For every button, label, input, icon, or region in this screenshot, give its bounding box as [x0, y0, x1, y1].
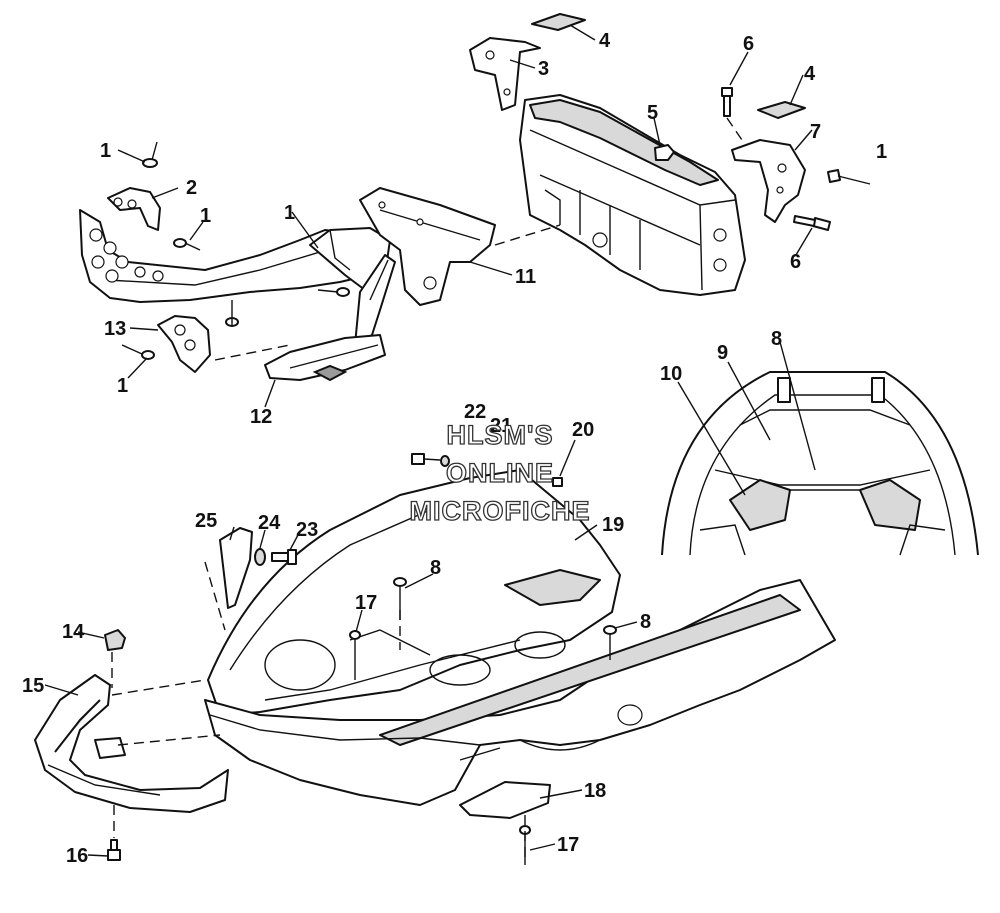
callout-labels: 1 2 1 1 13 1 12 11 3 4 6 4 5 7 1 6 9 8 1…: [22, 30, 887, 867]
callout-11: 11: [515, 266, 536, 288]
plate-18: [459, 781, 551, 819]
bolt-22: [411, 453, 441, 465]
callout-8-detail: 8: [771, 328, 782, 350]
callout-13: 13: [104, 318, 126, 340]
nut-14: [104, 629, 126, 651]
callout-12: 12: [250, 406, 272, 428]
front-bumper-15: [34, 674, 229, 813]
callout-6-top: 6: [743, 33, 754, 55]
callout-3: 3: [538, 58, 549, 80]
nut-20: [552, 477, 563, 487]
callout-7: 7: [810, 121, 821, 143]
bracket-7: [731, 139, 806, 223]
callout-8-right: 8: [640, 611, 651, 633]
callout-17-bottom: 17: [557, 834, 579, 856]
nut-5: [654, 144, 675, 161]
bolt-6b: [793, 215, 831, 231]
watermark-line-1: HLSM'S: [447, 420, 554, 450]
belly-pan: [204, 579, 836, 806]
washer-21: [440, 455, 450, 467]
bolt-16: [107, 839, 121, 861]
watermark-line-2: ONLINE: [446, 458, 554, 488]
callout-16: 16: [66, 845, 88, 867]
bolt-23: [271, 549, 297, 565]
callout-8-hood: 8: [430, 557, 441, 579]
leader-lines: [44, 24, 816, 857]
callout-22: 22: [464, 401, 486, 423]
callout-1-bottom: 1: [117, 375, 128, 397]
callout-6-bottom: 6: [790, 251, 801, 273]
bracket-11: [359, 187, 496, 306]
callout-21: 21: [490, 415, 512, 437]
rivet-1-low-b: [121, 344, 155, 360]
front-frame-assembly: [79, 209, 396, 346]
steering-brace-12: [264, 334, 386, 382]
callout-18: 18: [584, 780, 606, 802]
bolt-8b: [603, 625, 617, 660]
callout-1-far-right: 1: [876, 141, 887, 163]
rivet-1-center: [317, 287, 350, 297]
callout-23: 23: [296, 519, 318, 541]
callout-15: 15: [22, 675, 44, 697]
bolt-6a: [721, 87, 733, 117]
watermark-line-3: MICROFICHE: [410, 496, 591, 526]
callout-24: 24: [258, 512, 281, 534]
callout-2: 2: [186, 177, 197, 199]
callout-10: 10: [660, 363, 682, 385]
decal-4b: [757, 101, 806, 119]
bracket-2: [107, 187, 161, 231]
bolt-17a: [349, 630, 361, 680]
callout-19: 19: [602, 514, 624, 536]
decal-4a: [531, 13, 586, 31]
callout-20: 20: [572, 419, 594, 441]
callout-25: 25: [195, 510, 217, 532]
callout-1-right-of-2: 1: [200, 205, 211, 227]
callout-1-center: 1: [284, 202, 295, 224]
assembly-lines: [111, 117, 743, 860]
watermark: HLSM'S ONLINE MICROFICHE: [409, 419, 591, 526]
callout-5: 5: [647, 102, 658, 124]
callout-4-top: 4: [599, 30, 611, 52]
callout-1-top: 1: [100, 140, 111, 162]
bracket-3: [469, 37, 541, 111]
callout-17-hood: 17: [355, 592, 377, 614]
rivet-1-low-a: [225, 300, 239, 327]
rivet-1-top: [142, 141, 158, 168]
callout-14: 14: [62, 621, 85, 643]
callout-9: 9: [717, 342, 728, 364]
callout-4-right: 4: [804, 63, 816, 85]
plate-25: [219, 527, 253, 609]
bracket-13: [157, 315, 211, 373]
cross-member: [519, 94, 746, 296]
detail-view-hood-underside: [661, 371, 979, 556]
screw-1-right: [827, 169, 871, 185]
hood-19: [207, 469, 621, 716]
washer-24: [254, 548, 266, 566]
rivet-1-mid: [173, 238, 201, 251]
